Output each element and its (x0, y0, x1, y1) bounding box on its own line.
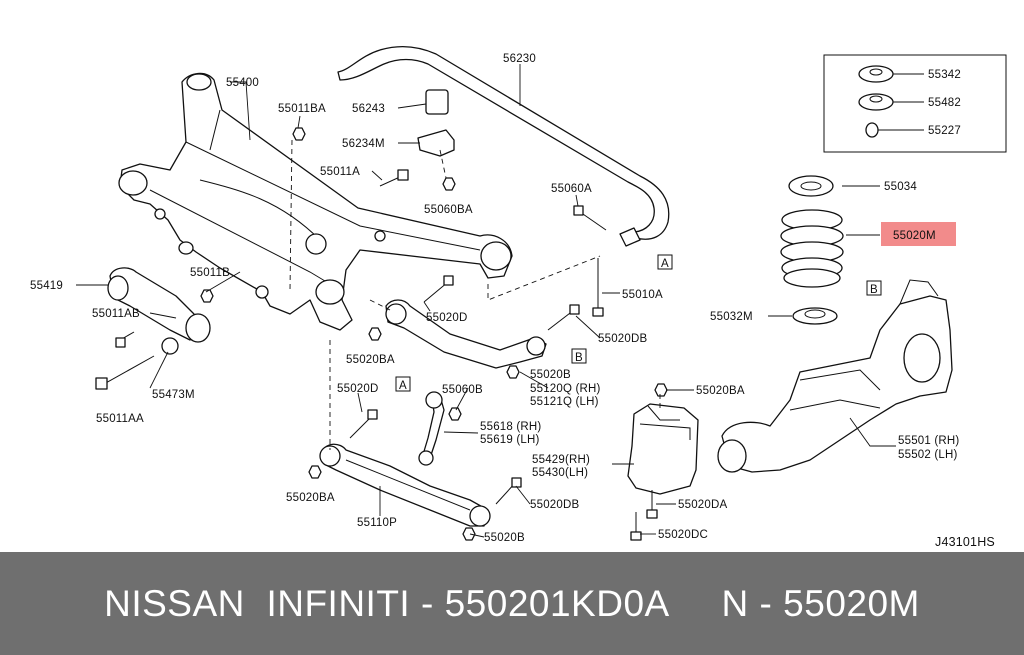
part-labels: 56230 55400 55011BA 56243 56234M 55011A … (30, 53, 995, 549)
label-55618: 55618 (RH) (480, 421, 541, 433)
washer-inset (823, 54, 1007, 153)
label-55419: 55419 (30, 280, 63, 292)
upper-link (385, 299, 547, 369)
label-55020ba-right: 55020BA (696, 385, 745, 397)
label-55473m: 55473M (152, 389, 195, 401)
suspension-diagram-svg: A A B B 56230 55400 55011BA 56243 56234M… (30, 45, 1007, 549)
label-55121q: 55121Q (LH) (530, 396, 599, 408)
label-55020d-top: 55020D (426, 312, 467, 324)
label-55619: 55619 (LH) (480, 434, 540, 446)
label-55502: 55502 (LH) (898, 449, 958, 461)
ref-marker-a-link: A (399, 380, 407, 392)
stabilizer-bushing (425, 89, 449, 115)
diagram-code: J43101HS (935, 535, 995, 549)
footer-bar: NISSAN INFINITI - 550201KD0A N - 55020M (0, 552, 1024, 655)
label-55501: 55501 (RH) (898, 435, 959, 447)
label-55227: 55227 (928, 125, 961, 137)
label-55060b: 55060B (442, 384, 483, 396)
ref-marker-a-top: A (661, 258, 669, 270)
label-56234m: 56234M (342, 138, 385, 150)
label-55120q: 55120Q (RH) (530, 383, 601, 395)
label-55020ba-mid: 55020BA (346, 354, 395, 366)
ref-marker-b-link: B (575, 352, 583, 364)
parts-diagram: A A B B 56230 55400 55011BA 56243 56234M… (30, 45, 1007, 549)
label-55020ba-low: 55020BA (286, 492, 335, 504)
reference-lines (289, 139, 661, 450)
spring-bracket (627, 403, 699, 495)
suspension-member (118, 72, 513, 331)
label-55034: 55034 (884, 181, 917, 193)
label-55060a: 55060A (551, 183, 592, 195)
label-55429: 55429(RH) (532, 454, 590, 466)
highlight-box (881, 222, 956, 246)
stabilizer-link-end (619, 227, 641, 247)
fasteners (95, 127, 668, 541)
leader-lines (76, 64, 896, 538)
label-55020db-low: 55020DB (530, 499, 579, 511)
label-55342: 55342 (928, 69, 961, 81)
label-55011ab: 55011AB (92, 308, 140, 320)
stabilizer-clamp (417, 129, 455, 157)
label-55020m: 55020M (893, 230, 936, 242)
label-55020b-mid: 55020B (530, 369, 571, 381)
label-56230: 56230 (503, 53, 536, 65)
stabilizer-link (418, 391, 445, 466)
label-55482: 55482 (928, 97, 961, 109)
label-55032m: 55032M (710, 311, 753, 323)
ref-markers: A A B B (395, 254, 882, 392)
label-55010a: 55010A (622, 289, 663, 301)
label-55011ba-top: 55011BA (278, 103, 326, 115)
label-55110p: 55110P (357, 517, 397, 529)
label-55020b-low: 55020B (484, 532, 525, 544)
label-55020db-top: 55020DB (598, 333, 647, 345)
label-55020dc: 55020DC (658, 529, 708, 541)
label-55430: 55430(LH) (532, 467, 588, 479)
label-55011a: 55011A (320, 166, 360, 178)
lower-link (319, 443, 491, 527)
label-55060ba: 55060BA (424, 204, 473, 216)
label-55020d-left: 55020D (337, 383, 378, 395)
rear-lower-arm (717, 279, 953, 473)
ref-marker-b-knuckle: B (870, 284, 878, 296)
coil-spring (780, 175, 844, 325)
label-55020da: 55020DA (678, 499, 727, 511)
footer-title: NISSAN INFINITI - 550201KD0A N - 55020M (104, 582, 920, 624)
label-55011aa: 55011AA (96, 413, 144, 425)
member-mount (107, 267, 211, 355)
stabilizer-bar (337, 45, 670, 247)
label-55400: 55400 (226, 77, 259, 89)
label-55011b: 55011B (190, 267, 230, 279)
label-56243: 56243 (352, 103, 385, 115)
